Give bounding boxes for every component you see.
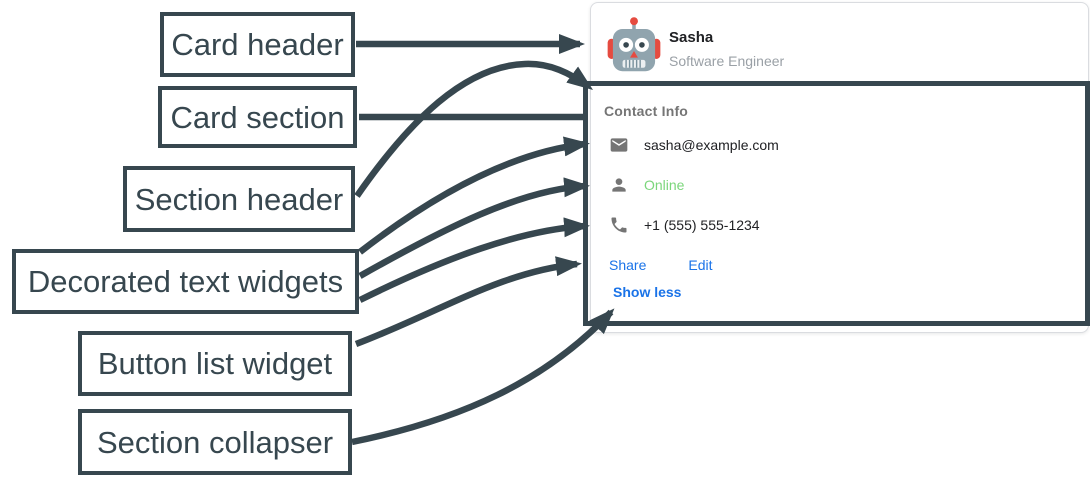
arrow-decorated-phone: [358, 217, 590, 303]
arrow-button-list: [354, 256, 582, 348]
card-header-role: Software Engineer: [669, 53, 785, 69]
robot-avatar-icon: [607, 17, 661, 72]
decorated-text-row-status: Online: [609, 175, 684, 195]
arrow-section-header: [354, 60, 594, 198]
annotation-label-section-header: Section header: [123, 166, 355, 232]
share-button[interactable]: Share: [609, 257, 647, 273]
annotation-label-card-section: Card section: [158, 86, 357, 148]
phone-icon: [611, 217, 627, 233]
phone-text: +1 (555) 555-1234: [644, 217, 760, 233]
annotation-label-card-header: Card header: [160, 12, 355, 77]
annotation-label-text: Button list widget: [97, 346, 333, 381]
annotation-label-text: Card header: [171, 27, 344, 62]
status-text: Online: [644, 177, 685, 193]
annotation-label-decorated-text-widgets: Decorated text widgets: [12, 249, 359, 314]
section-collapser-button[interactable]: Show less: [613, 284, 682, 300]
arrow-decorated-email: [358, 136, 590, 255]
email-text: sasha@example.com: [644, 137, 779, 153]
section-header-title: Contact Info: [604, 103, 689, 119]
decorated-text-row-email: sasha@example.com: [609, 135, 779, 155]
person-icon: [612, 178, 626, 192]
edit-button[interactable]: Edit: [688, 257, 713, 273]
annotation-label-text: Card section: [170, 99, 345, 135]
card-header-name: Sasha: [669, 29, 714, 46]
annotation-label-button-list-widget: Button list widget: [78, 331, 352, 396]
profile-card: Sasha Software Engineer Contact Info sas…: [590, 2, 1089, 333]
annotation-label-section-collapser: Section collapser: [78, 409, 352, 475]
annotation-label-text: Section header: [134, 181, 344, 217]
mail-icon: [610, 138, 628, 152]
arrow-decorated-status: [358, 177, 590, 279]
annotation-label-text: Decorated text widgets: [27, 264, 344, 299]
button-list-widget: Share Edit: [609, 257, 712, 273]
annotation-label-text: Section collapser: [96, 424, 334, 460]
arrow-section-collapser: [351, 308, 615, 446]
decorated-text-row-phone: +1 (555) 555-1234: [609, 215, 760, 235]
